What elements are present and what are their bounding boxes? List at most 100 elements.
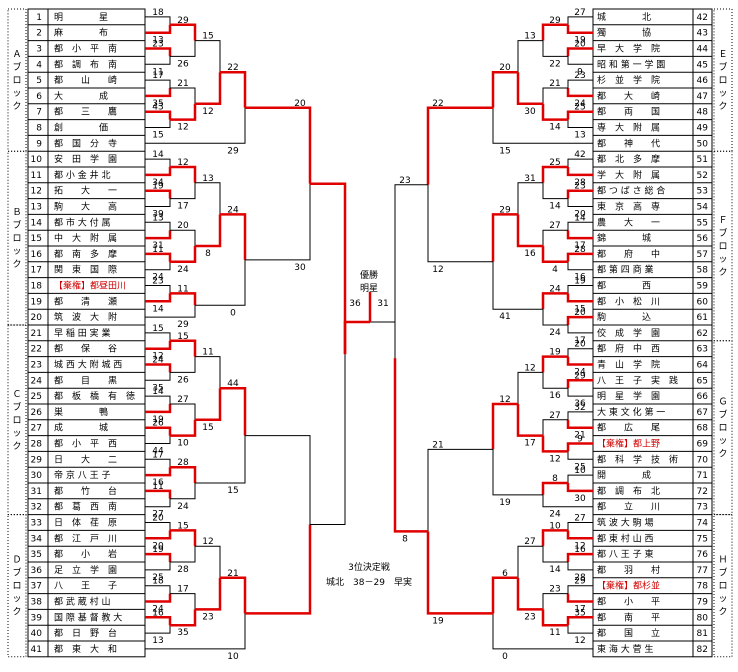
team-name: 都 山 崎 — [54, 74, 117, 86]
right-block-label: ク — [718, 267, 727, 278]
winner-line — [145, 489, 172, 499]
team-number: 77 — [697, 566, 708, 576]
score: 12 — [432, 265, 443, 275]
team-name: 中 大 附 属 — [54, 232, 117, 244]
bracket-line — [517, 40, 543, 73]
team-name: 都 国 分 寺 — [54, 138, 117, 149]
score: 44 — [227, 379, 239, 389]
score: 11 — [202, 348, 213, 358]
left-block-label: Ｄ — [12, 556, 21, 566]
winner-line — [566, 552, 593, 562]
score: 13 — [574, 131, 585, 141]
score: 11 — [152, 67, 163, 77]
score: 21 — [177, 79, 188, 89]
bracket-line — [145, 585, 171, 594]
bracket-line — [170, 593, 196, 610]
team-name: 城 西 大 附 城 西 — [54, 359, 122, 371]
bracket-line — [567, 221, 593, 231]
winner-line — [220, 386, 247, 436]
team-number: 19 — [31, 297, 43, 307]
score: 10 — [177, 439, 189, 449]
score: 16 — [152, 608, 164, 618]
team-name: 八 王 子 — [54, 581, 117, 592]
score: 20 — [177, 221, 189, 231]
team-number: 26 — [31, 408, 43, 418]
score: 22 — [432, 99, 443, 109]
left-block-frame — [7, 514, 27, 658]
team-name: 開 成 — [597, 469, 651, 481]
bracket-line — [145, 198, 171, 207]
score: 27 — [549, 411, 560, 421]
team-number: 44 — [697, 45, 709, 55]
score: 10 — [574, 466, 586, 476]
score: 29 — [549, 16, 561, 26]
bracket-line — [170, 546, 196, 563]
score: 26 — [177, 59, 189, 69]
team-number: 56 — [697, 234, 709, 244]
score: 17 — [152, 71, 163, 81]
team-name: 安 田 学 園 — [54, 153, 117, 165]
team-number: 42 — [697, 13, 708, 23]
winner-line — [566, 167, 593, 177]
team-number: 25 — [31, 392, 42, 402]
team-name: 帝 京 八 王 子 — [54, 469, 110, 481]
team-number: 62 — [697, 329, 708, 339]
team-number: 28 — [31, 440, 43, 450]
score: 28 — [177, 565, 189, 575]
winner-line — [245, 524, 312, 615]
bracket-line — [492, 107, 593, 144]
bracket-line — [145, 522, 171, 531]
team-name: 都 両 国 — [597, 107, 660, 118]
score: 18 — [152, 577, 164, 587]
score: 29 — [574, 577, 586, 587]
winner-line — [541, 609, 568, 627]
team-name: 明 星 学 園 — [597, 390, 660, 402]
team-name: 都 小 金 井 北 — [54, 169, 110, 181]
score: 35 — [177, 628, 188, 638]
team-name: 都 日 野 台 — [54, 627, 117, 639]
right-block-label: Ｅ — [718, 50, 727, 60]
score: 19 — [432, 616, 444, 626]
team-name: 都 小 平 西 — [54, 439, 117, 450]
winner-line — [170, 103, 197, 121]
team-number: 15 — [31, 234, 42, 244]
bracket-line — [145, 395, 171, 404]
score: 9 — [577, 67, 583, 77]
score: 14 — [152, 150, 164, 160]
left-block-label: ク — [12, 101, 21, 112]
score: 14 — [152, 304, 164, 314]
team-name: 都 府 中 西 — [597, 343, 660, 355]
team-number: 3 — [36, 45, 42, 55]
winner-line — [145, 24, 172, 34]
right-block-label: ブ — [718, 227, 727, 239]
winner-line — [145, 110, 172, 120]
team-number: 61 — [697, 313, 708, 323]
left-block-label: Ａ — [12, 50, 21, 60]
left-block-label: ッ — [12, 247, 21, 257]
team-name: 都 立 川 — [597, 501, 660, 513]
team-name: 都 神 代 — [597, 137, 660, 149]
bracket-line — [567, 451, 593, 460]
left-block-label: Ｃ — [12, 390, 21, 400]
winner-line — [566, 379, 593, 389]
right-block-label: ッ — [718, 437, 727, 447]
score: 9 — [577, 435, 583, 445]
bracket-line — [492, 613, 593, 650]
winner-line — [566, 530, 593, 540]
team-name: 都 東 大 和 — [54, 643, 117, 655]
left-block-frame — [7, 8, 27, 152]
winner-line — [170, 339, 197, 357]
winner-line — [541, 481, 568, 495]
winner-line — [145, 88, 172, 98]
left-block-label: ブ — [12, 567, 21, 579]
winner-line — [566, 24, 593, 34]
score: 17 — [152, 450, 163, 460]
score: 0 — [230, 308, 236, 318]
team-name: 駒 大 高 — [54, 201, 117, 213]
team-number: 65 — [697, 376, 708, 386]
score: 16 — [549, 391, 561, 401]
bracket-line — [542, 372, 568, 389]
right-block-frame — [713, 8, 733, 152]
bracket-line — [517, 545, 543, 578]
bracket-line — [567, 411, 593, 420]
